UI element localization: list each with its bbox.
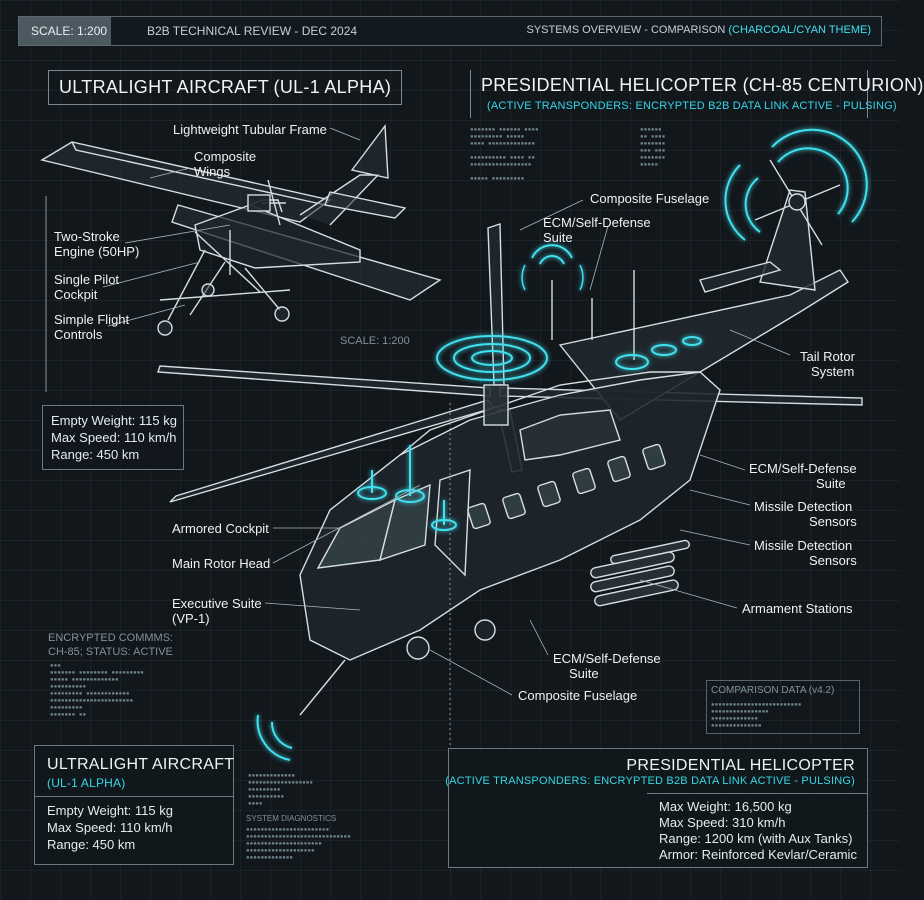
summary-helicopter-stat: Max Speed: 310 km/h	[659, 815, 786, 830]
comparison-data-title: COMPARISON DATA (v4.2)	[711, 685, 835, 696]
ultralight-title-box: ULTRALIGHT AIRCRAFT (UL-1 ALPHA)	[48, 70, 403, 105]
label-engine-1: Two-Stroke	[54, 229, 120, 244]
label-executive-suite-1: Executive Suite	[172, 596, 262, 611]
ultralight-stat: Range: 450 km	[51, 447, 140, 462]
transponder-glow-rings	[256, 128, 868, 761]
comms-note-1: ENCRYPTED COMMMS:	[48, 632, 174, 644]
helicopter-title-box: PRESIDENTIAL HELICOPTER (CH-85 CENTURION…	[470, 70, 923, 118]
summary-ultralight-stat: Empty Weight: 115 kg	[47, 803, 173, 818]
summary-helicopter-stat: Max Weight: 16,500 kg	[659, 799, 792, 814]
ultralight-title: ULTRALIGHT AIRCRAFT	[59, 77, 270, 97]
overview-title: SYSTEMS OVERVIEW - COMPARISON (CHARCOAL/…	[526, 24, 871, 36]
summary-ultralight-model: (UL-1 ALPHA)	[47, 776, 126, 790]
scale-badge: SCALE: 1:200	[19, 17, 111, 45]
label-tail-rotor-2: System	[811, 364, 855, 379]
ultralight-model: (UL-1 ALPHA)	[273, 77, 392, 97]
helicopter-title: PRESIDENTIAL HELICOPTER	[481, 75, 738, 95]
label-ecm-bottom-1: ECM/Self-Defense	[553, 651, 661, 666]
comms-note-2: CH-85; STATUS: ACTIVE	[48, 646, 173, 658]
diagnostics-data-top: ▪▪▪▪▪▪▪▪▪▪▪▪▪▪▪▪▪▪▪▪▪▪▪▪▪▪▪▪▪▪▪▪▪▪▪▪▪▪▪▪…	[248, 772, 314, 807]
label-armored-cockpit: Armored Cockpit	[172, 521, 269, 536]
helicopter-leader-lines	[264, 199, 791, 745]
label-executive-suite-2: (VP-1)	[172, 611, 210, 626]
summary-helicopter-title: PRESIDENTIAL HELICOPTER	[626, 757, 855, 774]
data-block-top-left: ▪▪▪▪▪▪▪ ▪▪▪▪▪▪ ▪▪▪▪▪▪▪▪▪▪▪▪▪ ▪▪▪▪▪▪▪▪▪ ▪…	[470, 126, 539, 182]
summary-ultralight-stat: Max Speed: 110 km/h	[47, 820, 173, 835]
summary-helicopter-stats: Max Weight: 16,500 kg Max Speed: 310 km/…	[659, 799, 857, 863]
label-missile-1-2: Sensors	[809, 514, 857, 529]
label-ecm-top-2: Suite	[543, 230, 573, 245]
summary-ultralight-stat: Range: 450 km	[47, 837, 136, 852]
ultralight-stat: Empty Weight: 115 kg	[51, 413, 177, 428]
overview-theme: (CHARCOAL/CYAN THEME)	[728, 24, 871, 36]
label-ecm-top-1: ECM/Self-Defense	[543, 215, 651, 230]
label-missile-1-1: Missile Detection	[754, 499, 853, 514]
comparison-data-box: COMPARISON DATA (v4.2) ▪▪▪▪▪▪▪▪▪▪▪▪▪▪▪▪▪…	[706, 680, 860, 734]
label-main-rotor-head: Main Rotor Head	[172, 556, 271, 571]
helicopter-drawing	[157, 159, 863, 716]
overview-prefix: SYSTEMS OVERVIEW - COMPARISON	[526, 24, 726, 36]
label-armament: Armament Stations	[742, 601, 853, 616]
top-bar: SCALE: 1:200 B2B TECHNICAL REVIEW - DEC …	[18, 16, 882, 46]
label-composite-wings-1: Composite	[194, 149, 257, 164]
label-engine-2: Engine (50HP)	[54, 244, 140, 259]
helicopter-title-line: PRESIDENTIAL HELICOPTER (CH-85 CENTURION…	[481, 75, 924, 96]
diagnostics-title: SYSTEM DIAGNOSTICS	[246, 814, 337, 823]
diagnostics-data-lines: ▪▪▪▪▪▪▪▪▪▪▪▪▪▪▪▪▪▪▪▪▪▪▪▪▪▪▪▪▪▪▪▪▪▪▪▪▪▪▪▪…	[246, 826, 351, 861]
ultralight-scale-note: SCALE: 1:200	[340, 335, 410, 347]
label-missile-2-1: Missile Detection	[754, 538, 853, 553]
ultralight-stats-box: Empty Weight: 115 kg Max Speed: 110 km/h…	[42, 405, 184, 470]
technical-illustration	[40, 124, 868, 761]
label-controls-2: Controls	[54, 327, 103, 342]
label-composite-fuselage-top: Composite Fuselage	[590, 191, 710, 206]
summary-helicopter-stat: Range: 1200 km (with Aux Tanks)	[659, 831, 853, 846]
summary-helicopter-divider	[647, 793, 867, 794]
helicopter-model: (CH-85 CENTURION)	[742, 75, 924, 95]
label-composite-wings-2: Wings	[194, 164, 231, 179]
comparison-data-lines: ▪▪▪▪▪▪▪▪▪▪▪▪▪▪▪▪▪▪▪▪▪▪▪▪▪▪▪▪▪▪▪▪▪▪▪▪▪▪▪▪…	[711, 701, 802, 729]
label-cockpit-2: Cockpit	[54, 287, 98, 302]
label-ecm-right-1: ECM/Self-Defense	[749, 461, 857, 476]
helicopter-subtitle: (ACTIVE TRANSPONDERS: ENCRYPTED B2B DATA…	[487, 100, 897, 112]
label-tubular-frame: Lightweight Tubular Frame	[173, 122, 327, 137]
ultralight-leader-lines	[45, 127, 361, 392]
helicopter-summary-panel: PRESIDENTIAL HELICOPTER (ACTIVE TRANSPON…	[445, 748, 868, 868]
ultralight-aircraft-drawing	[40, 124, 442, 336]
label-ecm-right-2: Suite	[816, 476, 846, 491]
summary-ultralight-divider	[35, 796, 233, 797]
label-cockpit-1: Single Pilot	[54, 272, 120, 287]
label-tail-rotor-1: Tail Rotor	[800, 349, 855, 364]
label-missile-2-2: Sensors	[809, 553, 857, 568]
summary-ultralight-stats: Empty Weight: 115 kg Max Speed: 110 km/h…	[47, 802, 173, 853]
comms-data-block: ▪▪▪▪▪▪▪▪▪▪ ▪▪▪▪▪▪▪▪ ▪▪▪▪▪▪▪▪▪▪▪▪▪▪ ▪▪▪▪▪…	[50, 662, 144, 718]
summary-helicopter-stat: Armor: Reinforced Kevlar/Ceramic	[659, 847, 857, 862]
summary-helicopter-subtitle: (ACTIVE TRANSPONDERS: ENCRYPTED B2B DATA…	[445, 775, 855, 787]
review-title: B2B TECHNICAL REVIEW - DEC 2024	[147, 24, 358, 38]
ultralight-summary-panel: ULTRALIGHT AIRCRAFT (UL-1 ALPHA) Empty W…	[34, 745, 234, 865]
summary-ultralight-title: ULTRALIGHT AIRCRAFT	[47, 756, 235, 773]
scale-text: SCALE: 1:200	[31, 24, 108, 38]
data-block-top-right: ▪▪▪▪▪▪▪▪ ▪▪▪▪▪▪▪▪▪▪▪▪▪▪ ▪▪▪▪▪▪▪▪▪▪▪▪▪▪▪	[640, 126, 666, 168]
label-controls-1: Simple Flight	[54, 312, 130, 327]
label-ecm-bottom-2: Suite	[569, 666, 599, 681]
label-composite-fuselage-bottom: Composite Fuselage	[518, 688, 638, 703]
ultralight-stat: Max Speed: 110 km/h	[51, 430, 177, 445]
